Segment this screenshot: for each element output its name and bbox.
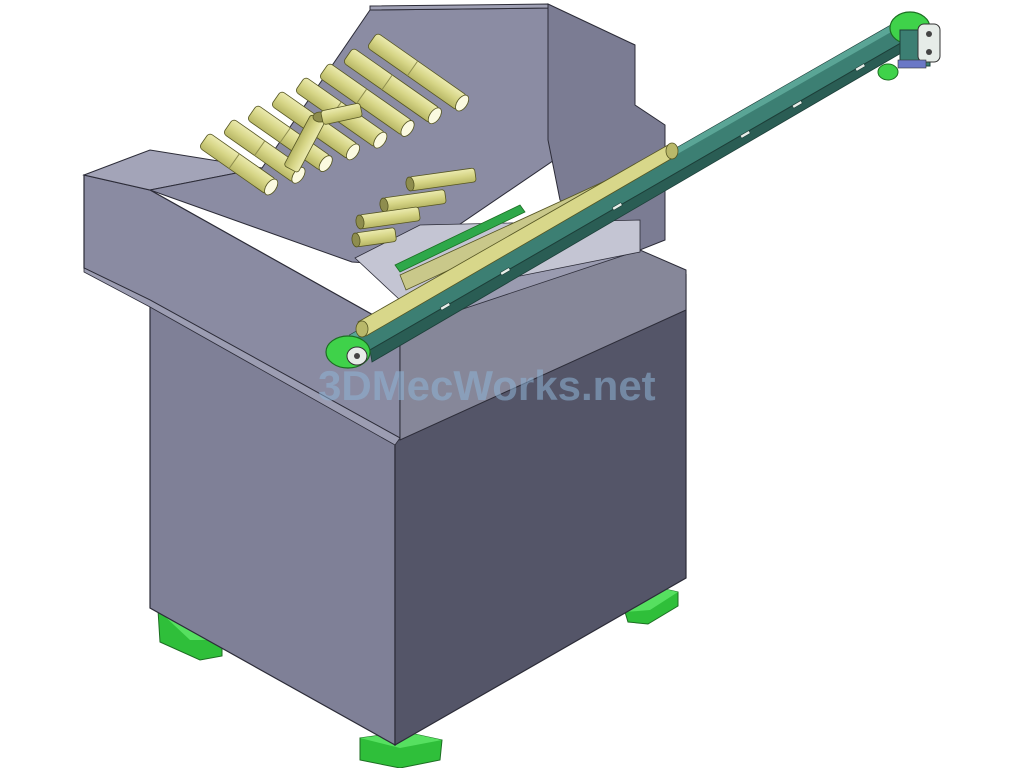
rods-on-slope [200,33,470,196]
conveyor-rod [355,142,679,338]
pulley-right [877,11,941,81]
rod [344,48,442,125]
loose-rods [284,102,477,248]
rod [248,105,333,172]
rod [368,33,470,112]
rod [224,119,306,184]
rod [200,133,279,196]
pulley-left [325,335,371,369]
